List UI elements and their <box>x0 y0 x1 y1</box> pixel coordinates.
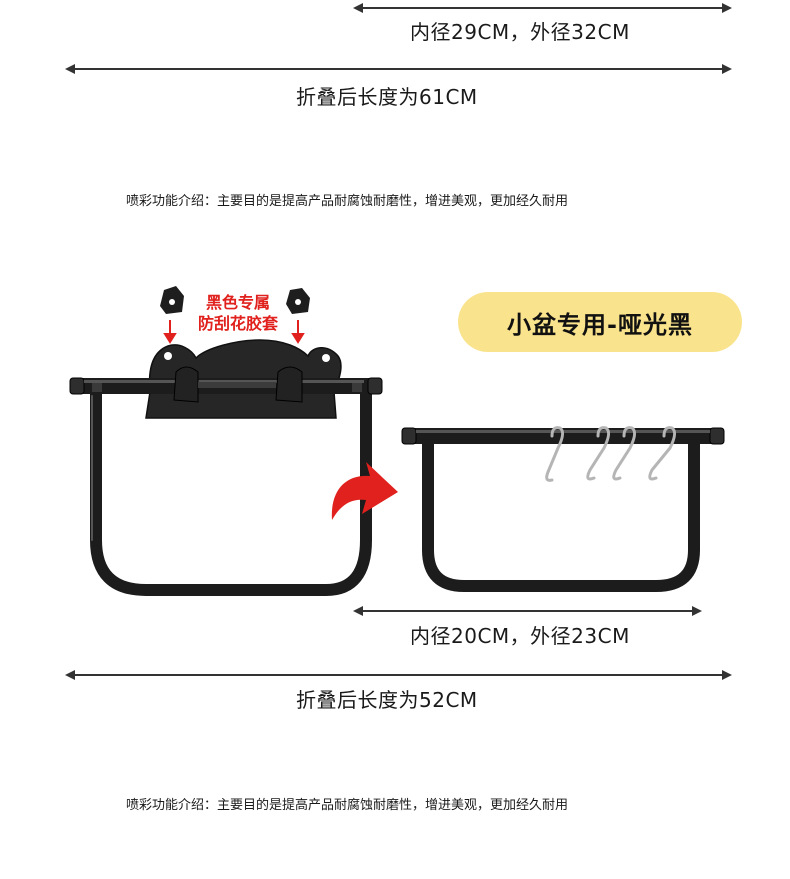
red-down-arrow-icon <box>163 320 177 344</box>
bottom-inner-outer-diameter: 内径20CM，外径23CM <box>410 624 630 648</box>
cap-label-line2: 防刮花胶套 <box>197 314 278 333</box>
cap-label-line1: 黑色专属 <box>205 293 270 312</box>
bottom-folded-length-arrow <box>65 670 732 680</box>
top-paint-note: 喷彩功能介绍：主要目的是提高产品耐腐蚀耐磨性，增进美观，更加经久耐用 <box>126 194 569 209</box>
top-inner-dimension-arrow <box>353 3 732 13</box>
bottom-folded-length: 折叠后长度为52CM <box>296 688 478 712</box>
top-inner-outer-diameter: 内径29CM，外径32CM <box>410 20 630 44</box>
rubber-cap-icon <box>160 286 184 314</box>
right-rack-frame <box>422 438 700 592</box>
left-rack-frame <box>90 388 372 596</box>
rubber-cap-icon <box>286 288 310 314</box>
top-folded-length-arrow <box>65 64 732 74</box>
bottom-paint-note: 喷彩功能介绍：主要目的是提高产品耐腐蚀耐磨性，增进美观，更加经久耐用 <box>126 798 569 813</box>
red-curved-arrow-icon <box>331 462 398 520</box>
bottom-inner-dimension-arrow <box>353 606 702 616</box>
s-hooks <box>545 426 677 482</box>
red-down-arrow-icon <box>291 320 305 344</box>
anti-scratch-cap-label: 黑色专属 防刮花胶套 <box>192 292 284 334</box>
bar-clamps <box>173 366 303 403</box>
top-folded-length: 折叠后长度为61CM <box>296 85 478 109</box>
small-basin-matte-black-badge: 小盆专用-哑光黑 <box>458 292 742 352</box>
